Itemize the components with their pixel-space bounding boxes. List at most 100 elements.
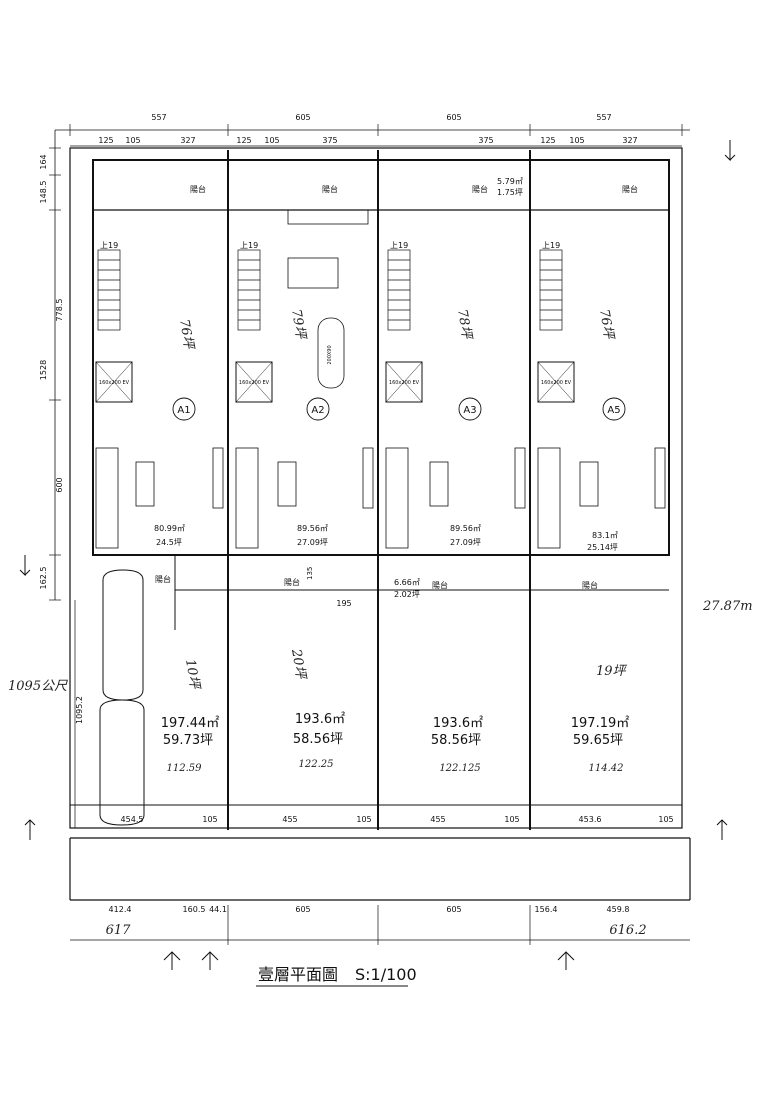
bottom-dim-2: 160.5 — [183, 905, 206, 914]
front-dim-7: 453.6 — [579, 815, 602, 824]
lower-note-1: 112.59 — [167, 763, 203, 774]
front-dim-2: 105 — [202, 815, 217, 824]
elevator-label-1: 160x200 EV — [99, 380, 130, 386]
stair-label-1: 上19 — [100, 241, 118, 250]
lower-note-2: 122.25 — [299, 759, 334, 770]
staircases — [97, 249, 563, 331]
stair-label-2: 上19 — [240, 241, 258, 250]
front-dim-8: 105 — [658, 815, 673, 824]
top-dim-3: 605 — [446, 113, 461, 122]
stair-label-3: 上19 — [390, 241, 408, 250]
lower-area-4: 197.19㎡ — [571, 716, 630, 731]
sub-dim-4c: 327 — [622, 136, 637, 145]
left-dim-2: 148.5 — [39, 181, 48, 204]
balcony-note-2-area: 6.66㎡ — [394, 578, 420, 587]
top-dim-1: 557 — [151, 113, 166, 122]
lower-ping-4: 59.65坪 — [573, 733, 623, 748]
unit-area-a2: 89.56㎡ — [297, 524, 328, 533]
lower-note-3: 122.125 — [439, 763, 480, 774]
party-walls — [70, 150, 682, 830]
dining-table-label: 200X90 — [327, 345, 333, 364]
handwritten-note-1: 76坪 — [176, 318, 196, 352]
sub-dim-4b: 105 — [569, 136, 584, 145]
handwritten-note-5: 10坪 — [182, 658, 202, 692]
mid-dim-1: 135 — [306, 567, 314, 580]
unit-area-a5: 83.1㎡ — [592, 531, 618, 540]
bottom-note-2: 616.2 — [609, 923, 646, 938]
unit-circles — [172, 397, 626, 421]
sub-dim-1b: 105 — [125, 136, 140, 145]
sub-dim-3a: 375 — [478, 136, 493, 145]
bottom-note-1: 617 — [106, 923, 132, 938]
sub-dim-2a: 125 — [236, 136, 251, 145]
lower-ping-1: 59.73坪 — [163, 733, 213, 748]
stair-label-4: 上19 — [542, 241, 560, 250]
lower-area-2: 193.6㎡ — [295, 712, 345, 727]
left-dim-6: 162.5 — [39, 567, 48, 590]
lower-ping-3: 58.56坪 — [431, 733, 481, 748]
elevator-label-3: 160x200 EV — [389, 380, 420, 386]
bottom-dim-3: 44.1 — [209, 905, 227, 914]
lower-ping-2: 58.56坪 — [293, 732, 343, 747]
unit-id-a1: A1 — [177, 405, 190, 416]
left-dim-5: 600 — [55, 477, 64, 492]
left-dim-7: 1095.2 — [75, 696, 84, 724]
bottom-dim-6: 156.4 — [535, 905, 558, 914]
drawing-scale: S:1/100 — [355, 965, 417, 984]
left-dim-3: 778.5 — [55, 299, 64, 322]
handwritten-note-6: 20坪 — [288, 647, 308, 682]
unit-area-a3: 89.56㎡ — [450, 524, 481, 533]
lower-area-1: 197.44㎡ — [161, 716, 220, 731]
balcony-label-3: 陽台 — [472, 184, 488, 194]
balcony-note-1-area: 5.79㎡ — [497, 177, 523, 186]
handwritten-note-3: 78坪 — [454, 308, 474, 342]
elevator-label-2: 160x200 EV — [239, 380, 270, 386]
unit-id-a3: A3 — [463, 405, 476, 416]
sub-dim-1c: 327 — [180, 136, 195, 145]
balcony-label-1: 陽台 — [190, 184, 206, 194]
sub-dim-1a: 125 — [98, 136, 113, 145]
balcony-label-4: 陽台 — [622, 184, 638, 194]
top-dim-2: 605 — [295, 113, 310, 122]
drawing-title: 壹層平面圖 — [258, 965, 338, 984]
lower-note-4: 114.42 — [589, 763, 624, 774]
sub-dim-2b: 105 — [264, 136, 279, 145]
side-note-left: 1095公尺 — [8, 679, 68, 694]
bottom-dim-1: 412.4 — [109, 905, 132, 914]
front-dim-1: 454.5 — [121, 815, 144, 824]
sub-dim-4a: 125 — [540, 136, 555, 145]
unit-id-a2: A2 — [311, 405, 324, 416]
front-dim-6: 105 — [504, 815, 519, 824]
unit-ping-a3: 27.09坪 — [450, 538, 481, 547]
left-dim-4: 1528 — [39, 360, 48, 380]
dimension-lines — [49, 124, 683, 945]
unit-ping-a2: 27.09坪 — [297, 538, 328, 547]
entrance-arrows — [19, 140, 736, 970]
car-shapes — [99, 569, 145, 826]
sub-dim-2c: 375 — [322, 136, 337, 145]
handwritten-note-4: 76坪 — [596, 308, 616, 342]
unit-area-a1: 80.99㎡ — [154, 524, 185, 533]
top-dim-4: 557 — [596, 113, 611, 122]
balcony-note-1-ping: 1.75坪 — [497, 188, 523, 197]
elevator-label-4: 160x200 EV — [541, 380, 572, 386]
left-dim-1: 164 — [39, 154, 48, 169]
lower-balcony-label-3: 陽台 — [432, 580, 448, 590]
front-dim-3: 455 — [282, 815, 297, 824]
side-note-right: 27.87m — [702, 599, 753, 614]
bottom-dim-5: 605 — [446, 905, 461, 914]
lower-balcony-label-1: 陽台 — [155, 574, 171, 584]
lower-balcony-label-4: 陽台 — [582, 580, 598, 590]
handwritten-note-7: 19坪 — [596, 664, 628, 679]
bottom-dim-7: 459.8 — [607, 905, 630, 914]
front-dim-5: 455 — [430, 815, 445, 824]
handwritten-note-2: 79坪 — [288, 308, 308, 342]
lower-area-3: 193.6㎡ — [433, 716, 483, 731]
balcony-note-2-ping: 2.02坪 — [394, 590, 420, 599]
lower-balcony-label-2: 陽台 — [284, 577, 300, 587]
unit-ping-a5: 25.14坪 — [587, 543, 618, 552]
mid-dim-2: 195 — [336, 599, 351, 608]
unit-ping-a1: 24.5坪 — [156, 538, 182, 547]
balcony-label-2: 陽台 — [322, 184, 338, 194]
